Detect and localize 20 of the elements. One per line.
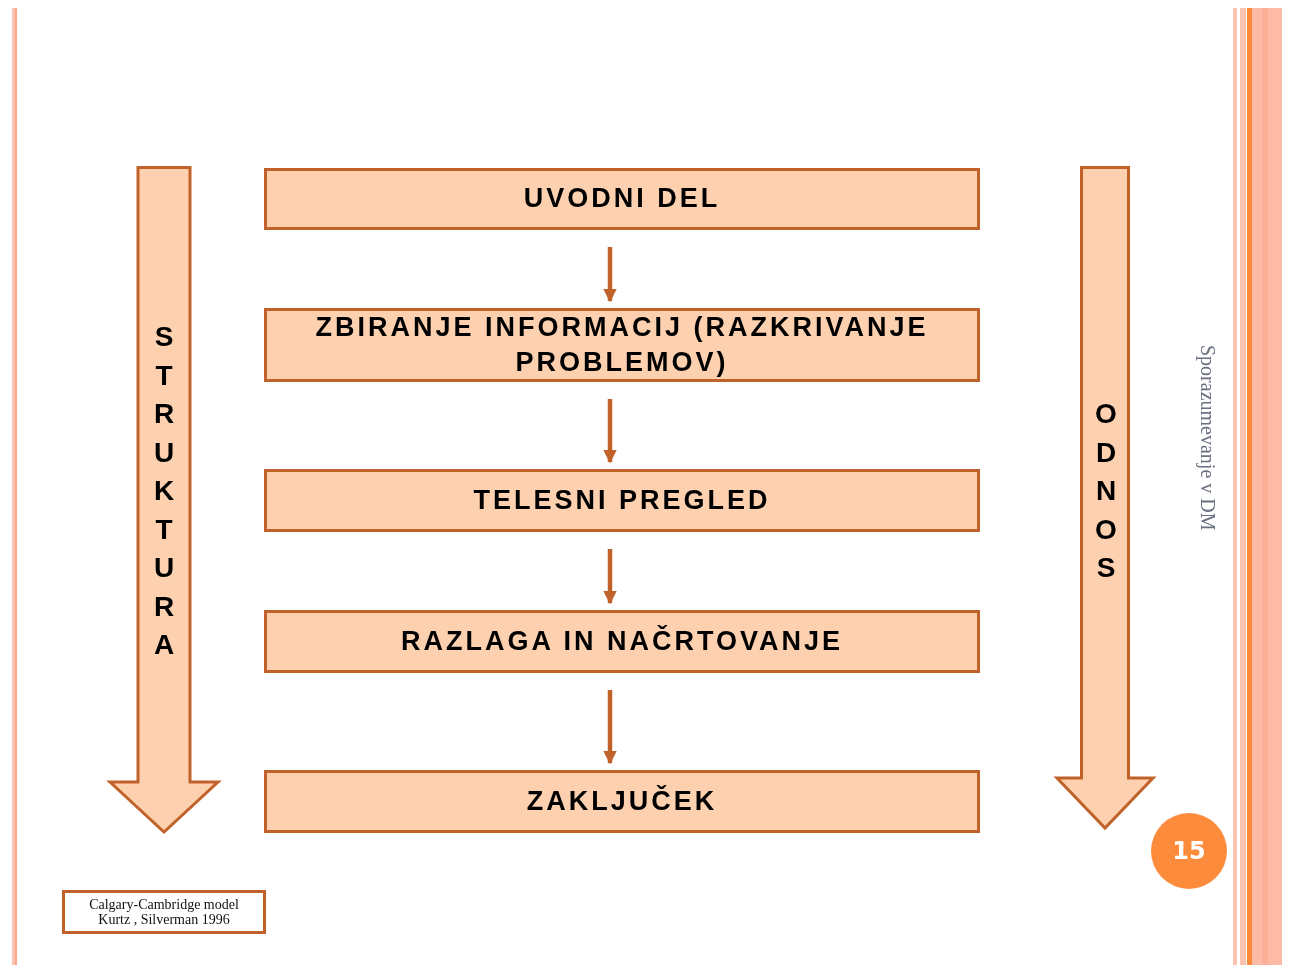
step-label: ZBIRANJE INFORMACIJ (RAZKRIVANJE PROBLEMOV) [314,310,930,379]
step-label: ZAKLJUČEK [525,784,719,818]
process-box [264,610,980,673]
arrow [603,247,617,303]
step-label: UVODNI DEL [522,182,722,216]
citation-box [62,890,266,934]
page-number: 15 [1172,837,1206,865]
process-box [264,469,980,532]
citation-text: Calgary-Cambridge model Kurtz , Silverman 1996 [88,896,240,928]
step-label: RAZLAGA IN NAČRTOVANJE [400,624,844,658]
vertical-label: ODNOS [1094,397,1118,585]
process-box [264,168,980,230]
arrow [603,399,617,464]
process-box [264,308,980,382]
step-label: TELESNI PREGLED [472,483,772,517]
vertical-label: STRUKTURA [152,320,176,662]
process-box [264,770,980,833]
arrow [603,690,617,765]
arrow [603,549,617,605]
side-caption: Sporazumevanje v DM [1196,345,1219,531]
